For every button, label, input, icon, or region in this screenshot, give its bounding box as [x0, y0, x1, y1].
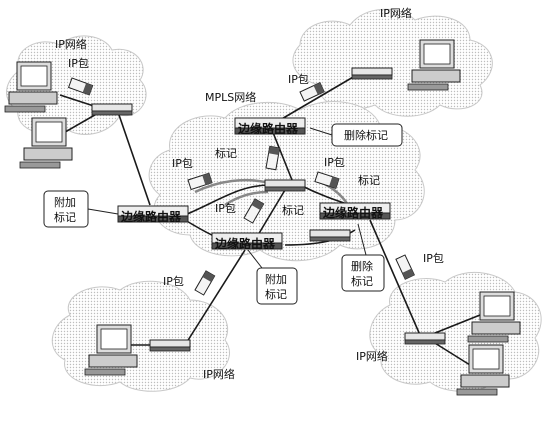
edge-router-right-label: 边缘路由器 — [322, 205, 384, 220]
edge-router-left-label: 边缘路由器 — [120, 209, 182, 224]
label-ip-network-top-right: IP网络 — [380, 6, 412, 20]
svg-text:删除: 删除 — [351, 259, 373, 273]
access-switch-bottom-right — [404, 332, 446, 345]
label-tag-3: 标记 — [358, 173, 380, 187]
label-ip-packet-center: IP包 — [215, 202, 236, 215]
ip-packet-icon-br — [395, 254, 415, 280]
core-switch-center — [264, 179, 306, 192]
label-ip-packet-br: IP包 — [423, 252, 444, 265]
svg-text:附加: 附加 — [54, 195, 76, 209]
core-switch-right-bottom — [309, 229, 351, 242]
access-switch-top-right — [351, 67, 393, 80]
label-ip-packet-mid-right: IP包 — [324, 156, 345, 169]
label-ip-network-bottom-left: IP网络 — [203, 367, 235, 381]
svg-text:标记: 标记 — [351, 274, 373, 288]
callout-attach-label-left: 附加 标记 — [43, 190, 119, 228]
callout-remove-label-top: 删除标记 — [309, 123, 403, 147]
svg-text:附加: 附加 — [265, 272, 287, 286]
svg-text:标记: 标记 — [265, 287, 287, 301]
access-switch-top-left — [91, 103, 133, 116]
svg-text:删除标记: 删除标记 — [344, 128, 388, 142]
label-ip-packet-bl: IP包 — [163, 275, 184, 288]
edge-router-top-label: 边缘路由器 — [237, 121, 299, 136]
label-tag-2: 标记 — [282, 203, 304, 217]
access-switch-bottom-left — [149, 339, 191, 352]
label-ip-packet-tr: IP包 — [288, 73, 309, 86]
callout-attach-label-bottom: 附加 标记 — [247, 249, 298, 305]
svg-text:标记: 标记 — [54, 210, 76, 224]
edge-router-bottom-label: 边缘路由器 — [214, 236, 276, 251]
cloud-ip-network-top-right — [292, 8, 493, 117]
label-tag-1: 标记 — [215, 146, 237, 160]
label-mpls-network: MPLS网络 — [205, 90, 256, 104]
label-ip-packet-mid-left: IP包 — [172, 157, 193, 170]
callout-remove-label-right: 删除 标记 — [341, 223, 385, 292]
ip-packet-icon-bl — [194, 270, 216, 296]
label-ip-packet-tl: IP包 — [68, 57, 89, 70]
label-ip-network-bottom-right: IP网络 — [356, 349, 388, 363]
label-ip-network-top-left: IP网络 — [55, 37, 87, 51]
